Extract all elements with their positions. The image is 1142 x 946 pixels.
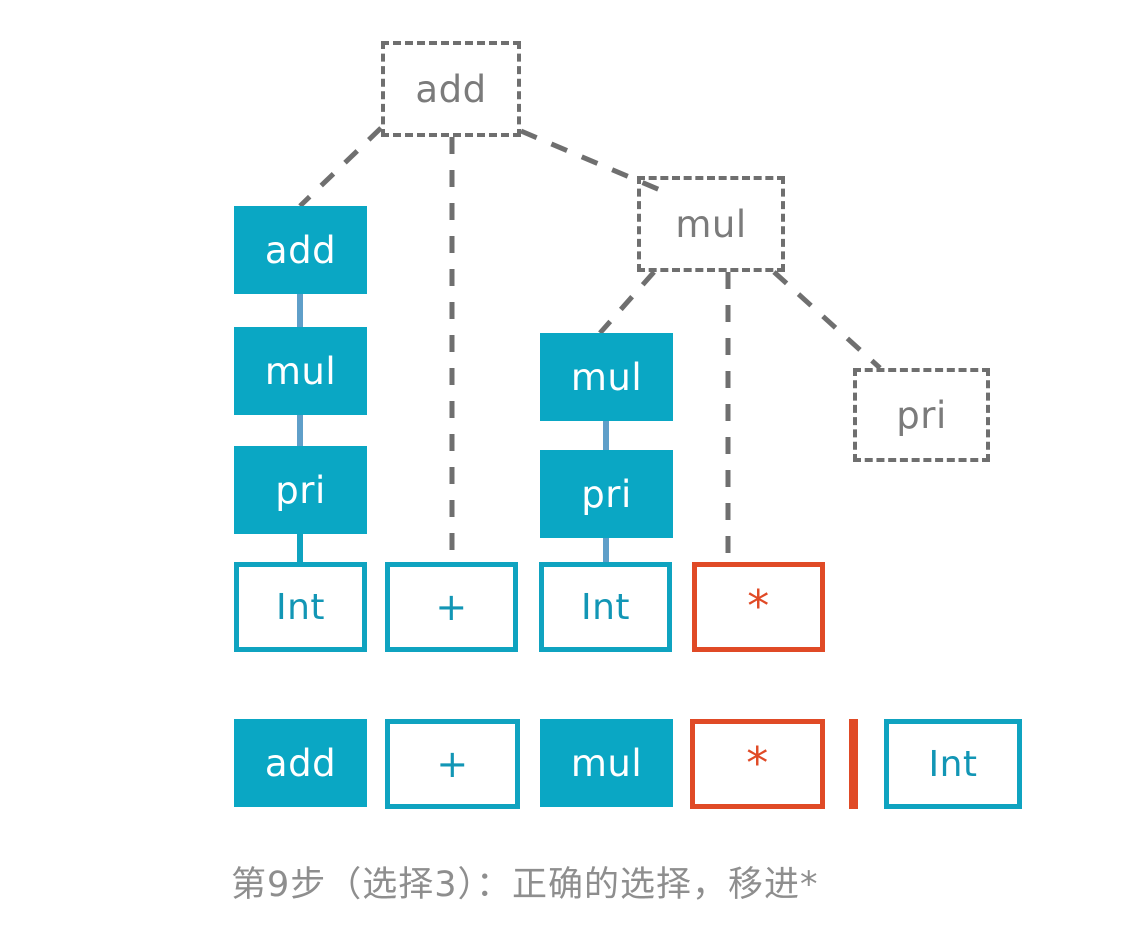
node-label: pri	[581, 472, 632, 516]
stack-item-label: add	[264, 741, 337, 785]
tree-node-pri-left[interactable]: pri	[234, 446, 367, 534]
tree-node-pri-mid[interactable]: pri	[540, 450, 673, 538]
node-label: mul	[264, 349, 337, 393]
stack-item-add[interactable]: add	[234, 719, 367, 807]
tree-node-add-left[interactable]: add	[234, 206, 367, 294]
tree-node-mul-left[interactable]: mul	[234, 327, 367, 415]
node-label: add	[415, 67, 487, 111]
tree-node-mul-right[interactable]: mul	[637, 176, 785, 272]
token-int-2[interactable]: Int	[539, 562, 672, 652]
stack-cursor-divider	[849, 719, 858, 809]
stack-item-label: Int	[928, 743, 978, 785]
edge-addroot-to-addleft	[298, 126, 383, 208]
node-label: pri	[896, 393, 947, 437]
token-plus[interactable]: +	[385, 562, 518, 652]
edge-mulright-to-mulmid	[598, 270, 656, 335]
node-label: mul	[570, 355, 643, 399]
stack-item-star[interactable]: *	[690, 719, 825, 809]
token-label: *	[747, 580, 770, 632]
stack-item-plus[interactable]: +	[385, 719, 520, 809]
stack-item-label: +	[436, 742, 469, 786]
token-label: Int	[580, 586, 631, 628]
stack-item-int[interactable]: Int	[884, 719, 1022, 809]
token-int-1[interactable]: Int	[234, 562, 367, 652]
stack-item-label: mul	[570, 741, 643, 785]
node-label: add	[264, 228, 337, 272]
diagram-caption: 第9步（选择3）：正确的选择，移进*	[231, 865, 819, 905]
stack-item-label: *	[746, 737, 769, 789]
token-label: Int	[275, 586, 326, 628]
tree-node-mul-mid[interactable]: mul	[540, 333, 673, 421]
node-label: mul	[675, 202, 747, 246]
token-star[interactable]: *	[692, 562, 825, 652]
stack-item-mul[interactable]: mul	[540, 719, 673, 807]
tree-node-pri-right[interactable]: pri	[853, 368, 990, 462]
tree-node-add-root[interactable]: add	[381, 41, 521, 137]
edge-mulright-to-priright	[772, 270, 882, 370]
node-label: pri	[275, 468, 326, 512]
token-label: +	[435, 585, 468, 629]
